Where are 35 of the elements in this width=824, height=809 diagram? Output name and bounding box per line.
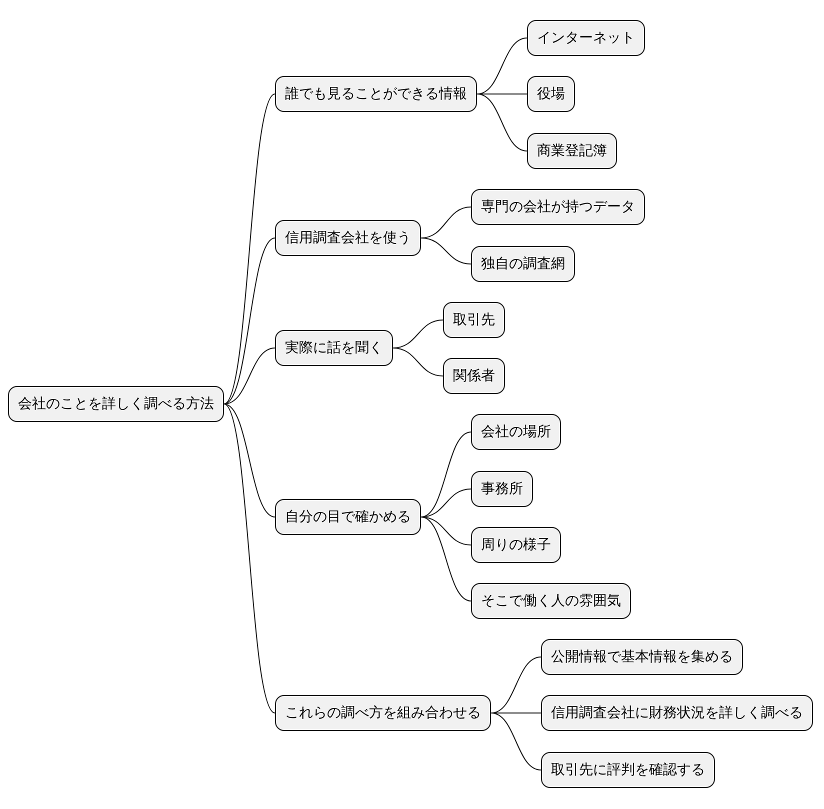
- topic-box: 取引先に評判を確認する: [541, 752, 715, 788]
- topic-box: 事務所: [471, 471, 533, 507]
- connector-line: [420, 516, 472, 602]
- topic-box: 独自の調査網: [471, 246, 575, 282]
- connector-line: [224, 404, 276, 518]
- connector-line: [476, 94, 528, 152]
- topic-box: 実際に話を聞く: [275, 330, 393, 366]
- topic-box: そこで働く人の雰囲気: [471, 583, 631, 619]
- topic-box: 役場: [527, 76, 575, 112]
- topic-box: これらの調べ方を組み合わせる: [275, 695, 491, 731]
- topic-box: 取引先: [443, 302, 505, 338]
- connector-line: [490, 712, 542, 714]
- root-topic-box: 会社のことを詳しく調べる方法: [8, 386, 224, 422]
- topic-box: 誰でも見ることができる情報: [275, 76, 477, 112]
- topic-box: 信用調査会社を使う: [275, 220, 421, 256]
- topic-box: 周りの様子: [471, 527, 561, 563]
- connector-line: [490, 656, 542, 714]
- topic-box: 自分の目で確かめる: [275, 499, 421, 535]
- connector-line: [420, 516, 472, 546]
- topic-box: 会社の場所: [471, 414, 561, 450]
- connector-line: [420, 238, 472, 264]
- topic-box: 公開情報で基本情報を集める: [541, 639, 743, 675]
- connector-line: [476, 38, 528, 94]
- topic-box: 商業登記簿: [527, 133, 617, 169]
- connector-line: [224, 94, 276, 404]
- connector-line: [490, 712, 542, 770]
- connector-line: [224, 404, 276, 714]
- connector-line: [224, 348, 276, 404]
- topic-box: 専門の会社が持つデータ: [471, 189, 645, 225]
- topic-box: 信用調査会社に財務状況を詳しく調べる: [541, 695, 813, 731]
- topic-box: インターネット: [527, 20, 645, 56]
- topic-box: 関係者: [443, 358, 505, 394]
- connector-line: [224, 238, 276, 404]
- connector-line: [392, 348, 444, 376]
- connector-line: [420, 432, 472, 518]
